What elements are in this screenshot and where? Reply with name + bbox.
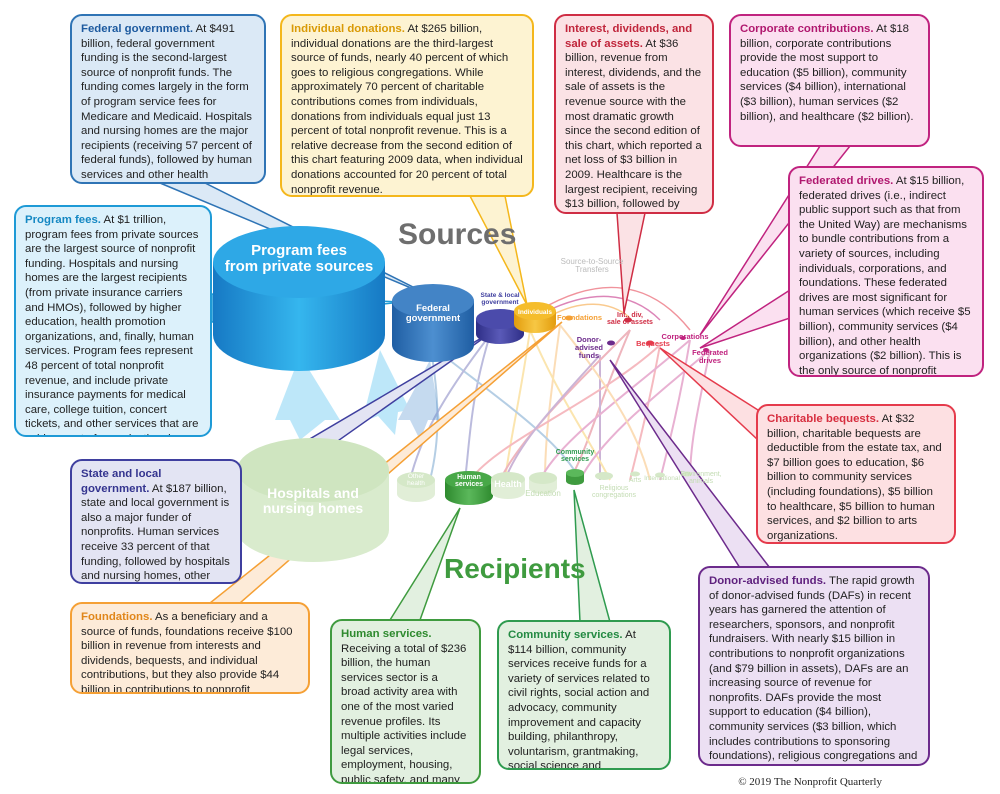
transfers-label: Source-to-Source Transfers xyxy=(560,257,624,275)
callout-state-local-government: State and local government. At $187 bill… xyxy=(70,459,242,584)
callout-title: State and local government. xyxy=(81,468,162,495)
callout-title: Human services. xyxy=(341,628,432,640)
callout-title: Corporate contributions. xyxy=(740,23,874,35)
callout-text: The rapid growth of donor-advised funds … xyxy=(709,575,918,763)
node-daf: Donor-advised funds xyxy=(575,335,603,360)
callout-title: Foundations. xyxy=(81,611,153,623)
node-state-local: State & local government xyxy=(480,292,520,306)
callout-text: At $491 billion, federal government fund… xyxy=(81,23,252,181)
callout-title: Interest, dividends, and sale of assets. xyxy=(565,23,693,50)
callout-title: Program fees. xyxy=(25,214,101,226)
node-other-health: Other health xyxy=(407,473,425,487)
callout-individual-donations: Individual donations. At $265 billion, i… xyxy=(280,14,534,197)
callout-title: Charitable bequests. xyxy=(767,413,880,425)
sources-title: Sources xyxy=(398,218,517,251)
node-bequests: Bequests xyxy=(636,339,670,348)
callout-title: Community services. xyxy=(508,629,623,641)
callout-text: At $32 billion, charitable bequests are … xyxy=(767,413,942,542)
callout-donor-advised-funds: Donor-advised funds. The rapid growth of… xyxy=(698,566,930,766)
callout-program-fees: Program fees. At $1 trillion, program fe… xyxy=(14,205,212,437)
node-arts: Arts xyxy=(628,477,642,484)
node-program-fees: Program fees from private sources xyxy=(224,242,374,275)
node-education: Education xyxy=(525,489,561,498)
callout-title: Federated drives. xyxy=(799,175,894,187)
callout-title: Individual donations. xyxy=(291,23,405,35)
node-individuals: Individuals xyxy=(518,309,552,316)
recipient-cylinders xyxy=(237,438,692,562)
callout-text: At $18 billion, corporate contributions … xyxy=(740,23,914,123)
node-hospitals: Hospitals and nursing homes xyxy=(262,485,364,516)
callout-text: At $15 billion, federated drives (i.e., … xyxy=(799,175,971,377)
callout-text: At $1 trillion, program fees from privat… xyxy=(25,214,199,435)
node-federal: Federal government xyxy=(405,303,461,324)
node-community-services: Community services xyxy=(555,449,595,464)
callout-federated-drives: Federated drives. At $15 billion, federa… xyxy=(788,166,984,377)
callout-interest-dividends: Interest, dividends, and sale of assets.… xyxy=(554,14,714,214)
callout-foundations: Foundations. As a beneficiary and a sour… xyxy=(70,602,310,694)
callout-text: At $114 billion, community services rece… xyxy=(508,629,650,770)
callout-community-services: Community services. At $114 billion, com… xyxy=(497,620,671,770)
recipients-title: Recipients xyxy=(444,553,586,584)
node-human-services: Human services xyxy=(454,474,484,489)
callout-text: At $265 billion, individual donations ar… xyxy=(291,23,523,196)
callout-text: At $187 billion, state and local governm… xyxy=(81,482,230,583)
node-health: Health xyxy=(494,479,522,489)
callout-corporate-contributions: Corporate contributions. At $18 billion,… xyxy=(729,14,930,147)
node-environment: Environment, animals xyxy=(680,471,722,486)
callout-federal-government: Federal government. At $491 billion, fed… xyxy=(70,14,266,184)
flow-lines xyxy=(409,324,711,481)
callout-title: Donor-advised funds. xyxy=(709,575,827,587)
callout-title: Federal government. xyxy=(81,23,194,35)
callout-charitable-bequests: Charitable bequests. At $32 billion, cha… xyxy=(756,404,956,544)
copyright: © 2019 The Nonprofit Quarterly xyxy=(738,776,882,788)
node-corporations: Corporations xyxy=(661,332,709,341)
node-foundations: Foundations xyxy=(557,313,602,322)
node-federated: Federated drives xyxy=(692,348,728,365)
node-interest: Int., div, sale of assets xyxy=(607,312,653,327)
node-international: International xyxy=(644,475,680,482)
callout-human-services: Human services. Receiving a total of $23… xyxy=(330,619,481,784)
callout-text: At $36 billion, revenue from interest, d… xyxy=(565,37,702,211)
node-religious: Religious congregations xyxy=(592,485,636,500)
source-cylinders xyxy=(213,226,709,371)
callout-text: Receiving a total of $236 billion, the h… xyxy=(341,642,467,784)
callout-text: As a beneficiary and a source of funds, … xyxy=(81,611,293,694)
